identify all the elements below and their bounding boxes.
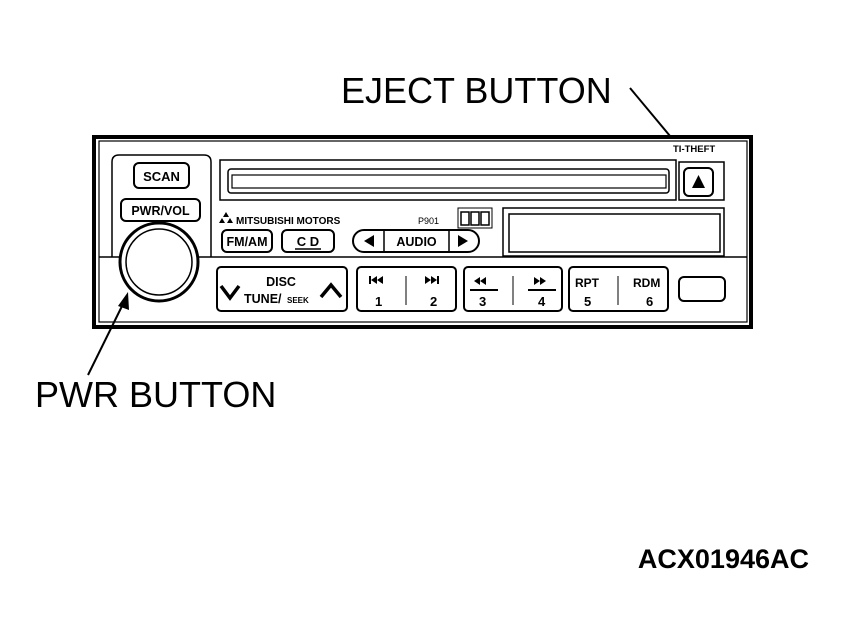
random-label: RDM: [633, 276, 660, 290]
preset-2-button[interactable]: 2: [430, 294, 437, 309]
eject-icon: [692, 175, 705, 188]
cd-slot: [219, 159, 677, 201]
preset-group-3-4: [463, 266, 563, 312]
eject-button[interactable]: [678, 161, 725, 201]
radio-unit-inner-frame: [98, 140, 748, 323]
preset-3-button[interactable]: 3: [479, 294, 486, 309]
mitsubishi-logo-icon: [219, 212, 233, 223]
repeat-label: RPT: [575, 276, 600, 290]
power-button-callout: PWR BUTTON: [35, 374, 276, 415]
seek-label: SEEK: [287, 296, 309, 305]
preset-1-button[interactable]: 1: [375, 294, 382, 309]
fm-am-button-label: FM/AM: [227, 235, 268, 249]
small-blank-button[interactable]: [678, 276, 726, 302]
pwr-vol-button[interactable]: PWR/VOL: [120, 198, 201, 222]
chevron-down-icon: [219, 284, 241, 301]
compact-disc-logo-icon: [457, 207, 493, 229]
disc-label: DISC: [266, 275, 296, 289]
tune-label: TUNE/: [244, 292, 282, 306]
audio-label: AUDIO: [396, 235, 437, 249]
audio-right-arrow-icon[interactable]: [458, 235, 468, 247]
audio-control: [352, 229, 480, 253]
preset-group-1-2: [356, 266, 457, 312]
pwr-vol-button-label: PWR/VOL: [131, 204, 190, 218]
chevron-up-icon: [319, 282, 343, 299]
eject-button-callout: EJECT BUTTON: [341, 70, 612, 111]
audio-left-arrow-icon[interactable]: [364, 235, 374, 247]
power-leader-line: [87, 299, 126, 376]
figure-code: ACX01946AC: [638, 544, 809, 574]
power-volume-knob[interactable]: [118, 221, 200, 303]
scan-button[interactable]: SCAN: [133, 162, 190, 189]
preset-group-5-6: [568, 266, 669, 312]
model-label: P901: [418, 216, 439, 226]
preset-6-button[interactable]: 6: [646, 294, 653, 309]
disc-tune-seek-button[interactable]: DISC TUNE/ SEEK: [216, 266, 348, 312]
brand-label: MITSUBISHI MOTORS: [236, 216, 341, 227]
track-next-icon: [425, 276, 439, 284]
cd-button-label: C D: [297, 234, 319, 249]
anti-theft-label: TI-THEFT: [673, 144, 715, 155]
fm-am-button[interactable]: FM/AM: [221, 229, 273, 253]
preset-5-button[interactable]: 5: [584, 294, 591, 309]
scan-button-label: SCAN: [143, 169, 180, 184]
cd-button[interactable]: C D: [281, 229, 335, 253]
rewind-icon: [470, 277, 498, 291]
preset-4-button[interactable]: 4: [538, 294, 546, 309]
track-previous-icon: [369, 276, 383, 284]
fast-forward-icon: [528, 277, 556, 291]
power-leader-arrowhead: [118, 292, 129, 310]
left-control-panel: [111, 154, 212, 257]
display-window: [502, 207, 725, 257]
